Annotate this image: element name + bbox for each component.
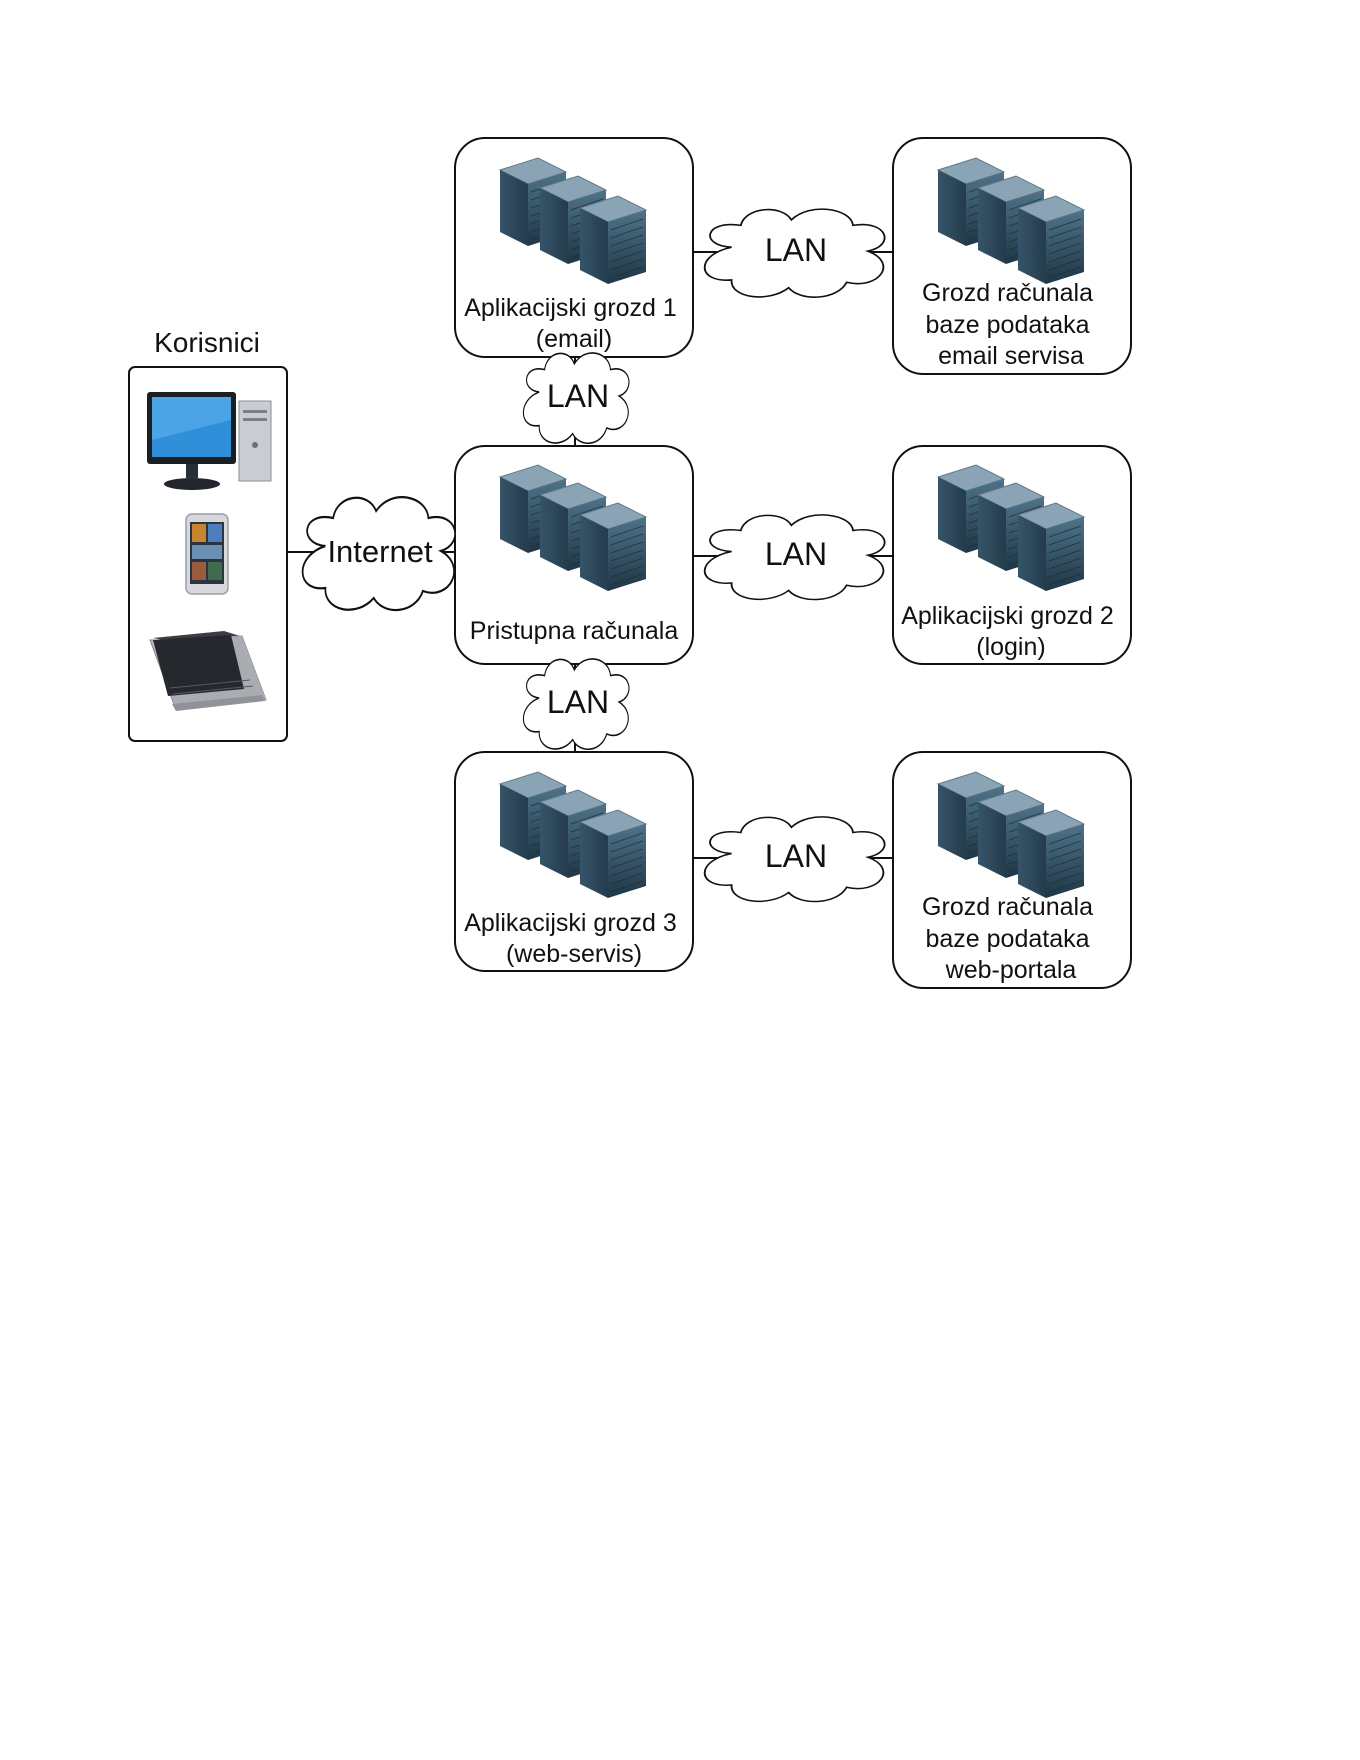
users-panel: Korisnici xyxy=(128,327,288,742)
db-email-cluster-label: Grozd računala baze podataka email servi… xyxy=(922,279,1100,370)
app-cluster-3-node: Aplikacijski grozd 3 (web-servis) xyxy=(454,751,694,972)
lan-cloud-app3-db: LAN xyxy=(703,815,886,903)
internet-cloud-label: Internet xyxy=(327,534,433,569)
access-computers-node: Pristupna računala xyxy=(454,445,694,665)
lan-cloud-access-app2: LAN xyxy=(703,513,886,601)
lan-cloud-app1-access: LAN xyxy=(522,352,630,445)
lan-cloud-label: LAN xyxy=(547,378,609,414)
app-cluster-1-node: Aplikacijski grozd 1 (email) xyxy=(454,137,694,358)
internet-cloud: Internet xyxy=(301,496,457,612)
users-title: Korisnici xyxy=(154,327,260,358)
app-cluster-1-label: Aplikacijski grozd 1 (email) xyxy=(464,294,684,353)
lan-cloud-app1-db: LAN xyxy=(703,208,886,299)
app-cluster-2-label: Aplikacijski grozd 2 (login) xyxy=(901,602,1121,661)
smartphone-icon xyxy=(185,513,229,595)
db-email-cluster-node: Grozd računala baze podataka email servi… xyxy=(892,137,1132,375)
laptop-icon xyxy=(149,631,267,711)
lan-cloud-label: LAN xyxy=(765,536,827,572)
lan-cloud-label: LAN xyxy=(765,232,827,268)
desktop-computer-icon xyxy=(147,392,272,490)
lan-cloud-label: LAN xyxy=(547,684,609,720)
app-cluster-2-node: Aplikacijski grozd 2 (login) xyxy=(892,445,1132,665)
db-web-cluster-label: Grozd računala baze podataka web-portala xyxy=(922,893,1100,984)
app-cluster-3-label: Aplikacijski grozd 3 (web-servis) xyxy=(464,909,684,968)
users-box xyxy=(128,366,288,742)
access-computers-label: Pristupna računala xyxy=(470,617,679,645)
lan-cloud-access-app3: LAN xyxy=(522,658,630,751)
db-web-cluster-node: Grozd računala baze podataka web-portala xyxy=(892,751,1132,989)
lan-cloud-label: LAN xyxy=(765,838,827,874)
